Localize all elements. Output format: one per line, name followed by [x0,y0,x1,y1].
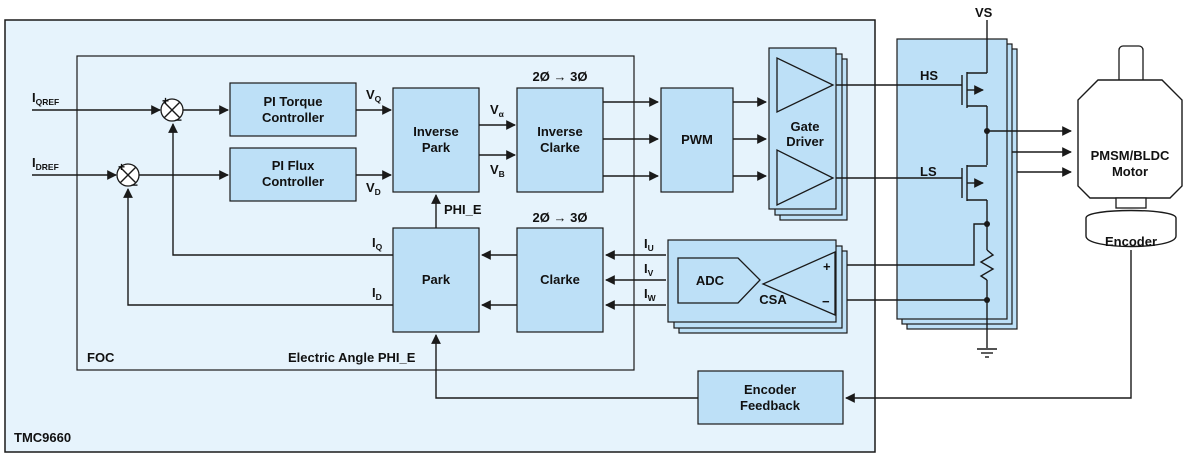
vd-label: VD [366,180,381,197]
clarke-block [516,227,604,333]
pwm-block [660,87,734,193]
park-label: Park [422,272,451,287]
adc-csa-stack [667,239,848,334]
inverse-clarke-block [516,87,604,193]
flux-plus-sign: + [118,160,125,174]
clarke-label: Clarke [540,272,580,287]
encoder-feedback-line2: Feedback [740,398,801,413]
iw-label: IW [644,286,657,303]
pi-flux-line2: Controller [262,174,324,189]
vq-label: VQ [366,87,382,104]
pwm-label: PWM [681,132,713,147]
vs-label: VS [975,5,993,20]
motor-icon [1077,45,1183,248]
pi-flux-controller [229,147,357,202]
torque-minus-sign: − [175,113,182,127]
electric-angle-wire [431,334,698,399]
encoder-feedback-line1: Encoder [744,382,796,397]
id-feedback-wire [123,188,393,306]
transform-bottom-label: 2Ø → 3Ø [533,210,588,225]
iq-feedback-wire [168,123,393,256]
inverse-clarke-line2: Clarke [540,140,580,155]
flux-summing-junction [116,163,140,187]
csa-minus: − [822,294,830,309]
encoder-label: Encoder [1105,234,1157,249]
power-stage-stack [896,38,1018,330]
inverse-park-block [392,87,480,193]
torque-summing-junction [160,98,184,122]
pi-flux-line1: PI Flux [272,158,315,173]
motor-line1: PMSM/BLDC [1091,148,1170,163]
gate-driver-line2: Driver [786,134,824,149]
pi-torque-controller [229,82,357,137]
flux-minus-sign: − [131,178,138,192]
csa-plus: + [823,259,831,274]
adc-label: ADC [696,273,725,288]
ground-icon [977,348,997,358]
shunt-resistor [979,249,995,281]
ls-label: LS [920,164,937,179]
inverse-park-line1: Inverse [413,124,459,139]
electric-angle-label: Electric Angle PHI_E [288,350,416,365]
encoder-feedback-block [697,370,844,425]
foc-label: FOC [87,350,115,365]
pi-torque-line2: Controller [262,110,324,125]
ls-mosfet [836,165,987,201]
chip-label: TMC9660 [14,430,71,445]
phi-e-label: PHI_E [444,202,482,217]
hs-mosfet [836,68,988,165]
motor-line2: Motor [1112,164,1148,179]
valpha-label: Vα [490,102,505,119]
hs-label: HS [920,68,938,83]
csa-plus-wire [847,223,987,266]
iq-feedback-label: IQ [372,235,383,252]
encoder-signal-wire [845,250,1132,403]
csa-label: CSA [759,292,787,307]
iqref-label: IQREF [32,90,59,107]
inverse-park-line2: Park [422,140,451,155]
idref-label: IDREF [32,155,59,172]
vbeta-label: VB [490,162,505,179]
transform-top-label: 2Ø → 3Ø [533,69,588,84]
iu-label: IU [644,236,654,253]
inverse-clarke-line1: Inverse [537,124,583,139]
gate-driver-stack [768,47,848,221]
gate-driver-line1: Gate [791,119,820,134]
iv-label: IV [644,261,654,278]
torque-plus-sign: + [162,94,169,108]
id-feedback-label: ID [372,285,382,302]
pi-torque-line1: PI Torque [264,94,323,109]
